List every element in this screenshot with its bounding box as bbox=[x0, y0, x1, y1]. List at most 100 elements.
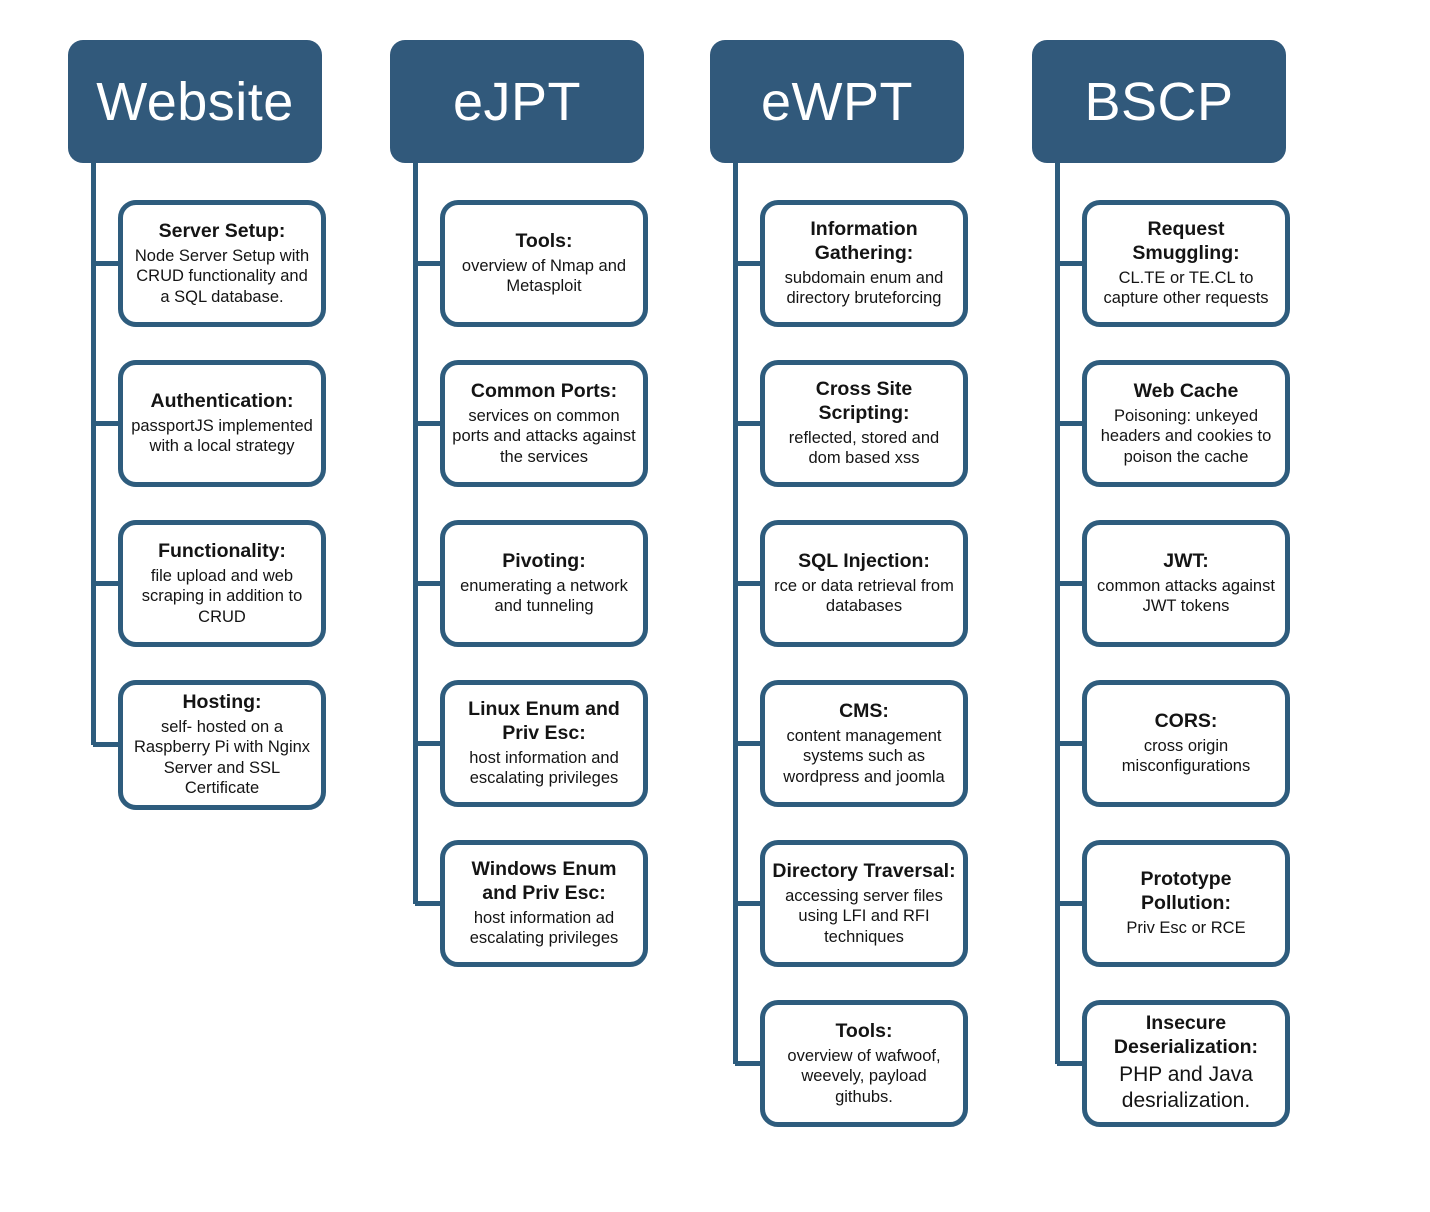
topic-body: Poisoning: unkeyed headers and cookies t… bbox=[1100, 406, 1272, 466]
connector-stub bbox=[415, 581, 445, 586]
topic-body: subdomain enum and directory bruteforcin… bbox=[784, 268, 944, 308]
topic-box: Cross Site Scripting: reflected, stored … bbox=[735, 360, 968, 487]
topic-list: Information Gathering: subdomain enum an… bbox=[735, 200, 968, 1127]
topic-body: rce or data retrieval from databases bbox=[774, 576, 954, 616]
topic-body: accessing server files using LFI and RFI… bbox=[785, 886, 943, 946]
topic-body: host information ad escalating privilege… bbox=[469, 908, 619, 948]
connector-vline bbox=[1055, 163, 1060, 1064]
topic-box: Server Setup: Node Server Setup with CRU… bbox=[93, 200, 326, 327]
topic-box: SQL Injection: rce or data retrieval fro… bbox=[735, 520, 968, 647]
topic-title: SQL Injection: bbox=[798, 550, 930, 573]
column-header: eWPT bbox=[710, 40, 964, 163]
topic-title: Tools: bbox=[515, 230, 573, 253]
connector-stub bbox=[735, 741, 765, 746]
topic-box: Pivoting: enumerating a network and tunn… bbox=[415, 520, 648, 647]
column-header: BSCP bbox=[1032, 40, 1286, 163]
topic-title: Server Setup: bbox=[158, 219, 286, 242]
column-header: Website bbox=[68, 40, 322, 163]
column-bscp: BSCP Request Smuggling: CL.TE or TE.CL t… bbox=[1032, 40, 1290, 1127]
connector-vline bbox=[733, 163, 738, 1064]
topic-box: Prototype Pollution: Priv Esc or RCE bbox=[1057, 840, 1290, 967]
topic-box: Linux Enum and Priv Esc: host informatio… bbox=[415, 680, 648, 807]
topic-body: content management systems such as wordp… bbox=[783, 726, 945, 786]
topic-title: CMS: bbox=[839, 699, 889, 722]
connector-stub bbox=[1057, 581, 1087, 586]
topic-box: Tools: overview of Nmap and Metasploit bbox=[415, 200, 648, 327]
connector-stub bbox=[415, 261, 445, 266]
topic-box: Web Cache Poisoning: unkeyed headers and… bbox=[1057, 360, 1290, 487]
topic-title: Request Smuggling: bbox=[1132, 218, 1240, 265]
topic-title: CORS: bbox=[1154, 710, 1218, 733]
topic-box: Directory Traversal: accessing server fi… bbox=[735, 840, 968, 967]
topic-body: enumerating a network and tunneling bbox=[460, 576, 628, 616]
column-header: eJPT bbox=[390, 40, 644, 163]
topic-body: services on common ports and attacks aga… bbox=[452, 406, 636, 466]
topic-body: file upload and web scraping in addition… bbox=[141, 566, 303, 626]
topic-title: Linux Enum and Priv Esc: bbox=[468, 698, 620, 745]
topic-body: host information and escalating privileg… bbox=[469, 748, 619, 788]
topic-title: Functionality: bbox=[158, 539, 286, 562]
topic-body: Node Server Setup with CRUD functionalit… bbox=[134, 246, 310, 306]
connector-stub bbox=[1057, 261, 1087, 266]
topic-box: CMS: content management systems such as … bbox=[735, 680, 968, 807]
connector-stub bbox=[1057, 901, 1087, 906]
connector-stub bbox=[415, 421, 445, 426]
column-ejpt: eJPT Tools: overview of Nmap and Metaspl… bbox=[390, 40, 648, 967]
topic-list: Request Smuggling: CL.TE or TE.CL to cap… bbox=[1057, 200, 1290, 1127]
topic-list: Server Setup: Node Server Setup with CRU… bbox=[93, 200, 326, 810]
topic-box: JWT: common attacks against JWT tokens bbox=[1057, 520, 1290, 647]
topic-body: Priv Esc or RCE bbox=[1126, 919, 1246, 938]
topic-title: Authentication: bbox=[150, 390, 294, 413]
column-ewpt: eWPT Information Gathering: subdomain en… bbox=[710, 40, 968, 1127]
topic-box: Windows Enum and Priv Esc: host informat… bbox=[415, 840, 648, 967]
connector-stub bbox=[1057, 1061, 1087, 1066]
topic-list: Tools: overview of Nmap and Metasploit C… bbox=[415, 200, 648, 967]
connector-stub bbox=[93, 581, 123, 586]
topic-body: PHP and Java desrialization. bbox=[1119, 1063, 1253, 1113]
topic-body: common attacks against JWT tokens bbox=[1097, 576, 1275, 616]
topic-title: Hosting: bbox=[182, 691, 262, 713]
topic-title: Windows Enum and Priv Esc: bbox=[471, 858, 617, 905]
connector-vline bbox=[413, 163, 418, 904]
connector-stub bbox=[415, 741, 445, 746]
topic-box: Tools: overview of wafwoof, weevely, pay… bbox=[735, 1000, 968, 1127]
topic-title: Directory Traversal: bbox=[772, 859, 956, 882]
topic-title: Information Gathering: bbox=[810, 218, 918, 265]
topic-box: Hosting: self- hosted on a Raspberry Pi … bbox=[93, 680, 326, 810]
connector-stub bbox=[93, 742, 123, 748]
connector-stub bbox=[735, 581, 765, 586]
topic-title: Tools: bbox=[835, 1019, 893, 1042]
topic-box: Request Smuggling: CL.TE or TE.CL to cap… bbox=[1057, 200, 1290, 327]
connector-stub bbox=[1057, 421, 1087, 426]
topic-box: Authentication: passportJS implemented w… bbox=[93, 360, 326, 487]
topic-title: Pivoting: bbox=[502, 550, 586, 573]
connector-stub bbox=[735, 901, 765, 906]
topic-body: CL.TE or TE.CL to capture other requests bbox=[1103, 268, 1269, 308]
topic-title: JWT: bbox=[1163, 550, 1209, 573]
connector-vline bbox=[91, 163, 96, 745]
topic-body: self- hosted on a Raspberry Pi with Ngin… bbox=[133, 717, 311, 798]
connector-stub bbox=[93, 421, 123, 426]
column-website: Website Server Setup: Node Server Setup … bbox=[68, 40, 326, 810]
topic-body: passportJS implemented with a local stra… bbox=[131, 416, 313, 456]
topic-body: overview of wafwoof, weevely, payload gi… bbox=[787, 1046, 941, 1106]
topic-title: Insecure Deserialization: bbox=[1113, 1012, 1259, 1059]
topic-body: overview of Nmap and Metasploit bbox=[461, 256, 627, 296]
connector-stub bbox=[93, 261, 123, 266]
topic-title: Cross Site Scripting: bbox=[815, 378, 913, 425]
connector-stub bbox=[735, 421, 765, 426]
topic-title: Prototype Pollution: bbox=[1140, 868, 1232, 915]
connector-stub bbox=[735, 261, 765, 266]
topic-box: Information Gathering: subdomain enum an… bbox=[735, 200, 968, 327]
topic-body: cross origin misconfigurations bbox=[1121, 736, 1251, 776]
topic-box: Common Ports: services on common ports a… bbox=[415, 360, 648, 487]
topic-title: Common Ports: bbox=[470, 379, 618, 402]
topic-box: CORS: cross origin misconfigurations bbox=[1057, 680, 1290, 807]
connector-stub bbox=[1057, 741, 1087, 746]
topic-box: Insecure Deserialization: PHP and Java d… bbox=[1057, 1000, 1290, 1127]
connector-stub bbox=[735, 1061, 765, 1066]
topic-body: reflected, stored and dom based xss bbox=[788, 428, 940, 468]
topic-title: Web Cache bbox=[1133, 379, 1239, 402]
connector-stub bbox=[415, 901, 445, 906]
topic-box: Functionality: file upload and web scrap… bbox=[93, 520, 326, 647]
